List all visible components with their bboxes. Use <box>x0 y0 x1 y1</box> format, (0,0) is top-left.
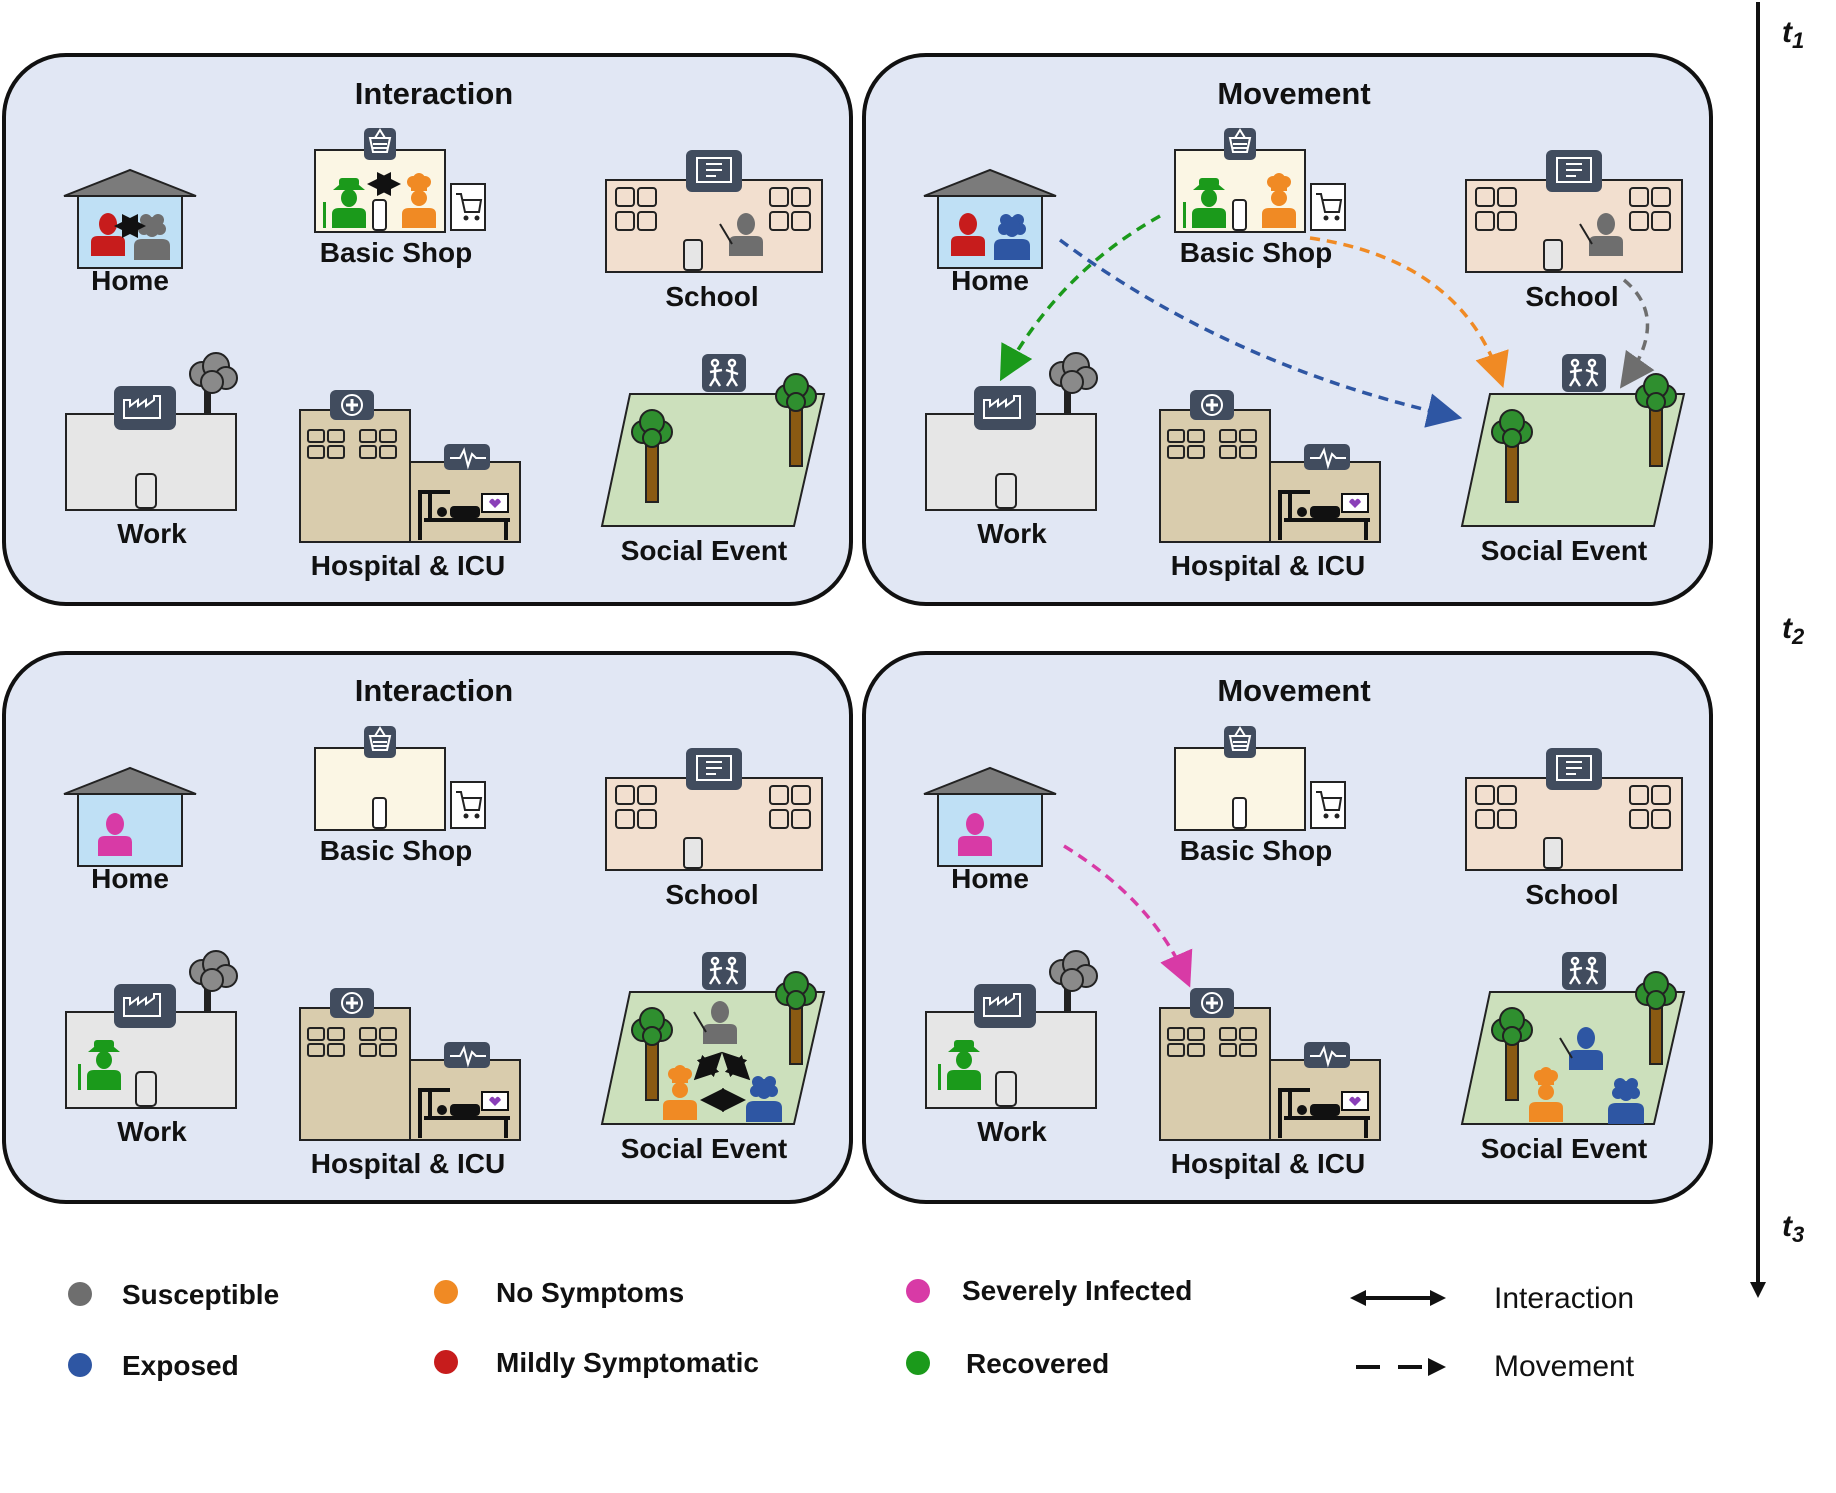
movement-arrow-orange <box>1309 236 1509 388</box>
home-building <box>63 767 197 867</box>
legend-label-no-symptoms: No Symptoms <box>496 1277 684 1308</box>
legend-interaction-arrow-left <box>1350 1290 1366 1306</box>
work-building <box>65 950 238 1109</box>
timeline-arrowhead <box>1750 1282 1766 1298</box>
panel-br-content: Movement Home Basic Shop School Work Hos… <box>923 673 1684 1179</box>
legend-label-severely-infected: Severely Infected <box>962 1275 1192 1306</box>
social-event-area <box>602 952 824 1124</box>
school-building <box>605 149 823 273</box>
panel-bl-content: Interaction Home Basic Shop School Work … <box>63 673 824 1179</box>
social-event-area <box>1462 952 1684 1124</box>
hospital-building <box>298 986 522 1142</box>
panel-title: Movement <box>1217 76 1370 111</box>
shop-label: Basic Shop <box>1180 237 1332 268</box>
work-label: Work <box>977 1116 1047 1147</box>
panel-title: Interaction <box>355 673 513 708</box>
hospital-label: Hospital & ICU <box>1171 550 1365 581</box>
shop-building <box>1175 128 1345 232</box>
timeline: t1 t2 t3 <box>1750 2 1805 1298</box>
home-label: Home <box>91 863 169 894</box>
school-building <box>605 747 823 871</box>
home-building <box>923 169 1057 269</box>
social-event-area <box>602 354 824 526</box>
school-label: School <box>1525 879 1618 910</box>
social-event-label: Social Event <box>1481 535 1648 566</box>
panel-tl-content: Interaction Home Basic Shop School Work … <box>63 76 824 581</box>
work-label: Work <box>977 518 1047 549</box>
home-label: Home <box>91 265 169 296</box>
panel-title: Interaction <box>355 76 513 111</box>
movement-arrow-gray <box>1619 278 1655 389</box>
panel-title: Movement <box>1217 673 1370 708</box>
social-event-label: Social Event <box>1481 1133 1648 1164</box>
legend-movement-arrow <box>1428 1358 1446 1376</box>
home-building <box>63 169 197 269</box>
hospital-building <box>1158 388 1382 544</box>
work-building <box>925 352 1098 511</box>
legend-label-recovered: Recovered <box>966 1348 1109 1379</box>
shop-label: Basic Shop <box>1180 835 1332 866</box>
work-label: Work <box>117 1116 187 1147</box>
home-building <box>923 767 1057 867</box>
school-label: School <box>665 281 758 312</box>
time-label-t2: t2 <box>1782 612 1805 649</box>
hospital-building <box>298 388 522 544</box>
movement-arrow-green <box>999 214 1161 382</box>
legend-movement-label: Movement <box>1494 1350 1635 1383</box>
movement-arrow-magenta <box>1063 844 1193 988</box>
legend-dot-severely-infected <box>906 1279 930 1303</box>
school-building <box>1465 149 1683 273</box>
legend-dot-mildly-symptomatic <box>434 1350 458 1374</box>
social-event-label: Social Event <box>621 1133 788 1164</box>
legend-dot-recovered <box>906 1351 930 1375</box>
legend-dot-no-symptoms <box>434 1280 458 1304</box>
social-event-area <box>1462 354 1684 526</box>
school-building <box>1465 747 1683 871</box>
shop-building <box>1175 726 1345 830</box>
hospital-building <box>1158 986 1382 1142</box>
panel-tr-content: Movement Home Basic Shop School Work Hos… <box>923 76 1684 581</box>
home-label: Home <box>951 265 1029 296</box>
legend-dot-exposed <box>68 1353 92 1377</box>
shop-building <box>315 128 485 232</box>
legend: Susceptible Exposed No Symptoms Mildly S… <box>68 1275 1635 1383</box>
work-building <box>925 950 1098 1109</box>
shop-label: Basic Shop <box>320 237 472 268</box>
shop-building <box>315 726 485 830</box>
school-label: School <box>665 879 758 910</box>
legend-interaction-label: Interaction <box>1494 1282 1634 1315</box>
home-label: Home <box>951 863 1029 894</box>
hospital-label: Hospital & ICU <box>1171 1148 1365 1179</box>
hospital-label: Hospital & ICU <box>311 1148 505 1179</box>
work-building <box>65 352 238 511</box>
shop-label: Basic Shop <box>320 835 472 866</box>
time-label-t3: t3 <box>1782 1210 1804 1247</box>
movement-arrow-blue <box>1058 238 1463 428</box>
work-label: Work <box>117 518 187 549</box>
legend-interaction-arrow-right <box>1430 1290 1446 1306</box>
legend-label-mildly-symptomatic: Mildly Symptomatic <box>496 1347 759 1378</box>
social-event-label: Social Event <box>621 535 788 566</box>
hospital-label: Hospital & ICU <box>311 550 505 581</box>
legend-label-susceptible: Susceptible <box>122 1279 279 1310</box>
legend-dot-susceptible <box>68 1282 92 1306</box>
school-label: School <box>1525 281 1618 312</box>
time-label-t1: t1 <box>1782 16 1804 53</box>
legend-label-exposed: Exposed <box>122 1350 239 1381</box>
